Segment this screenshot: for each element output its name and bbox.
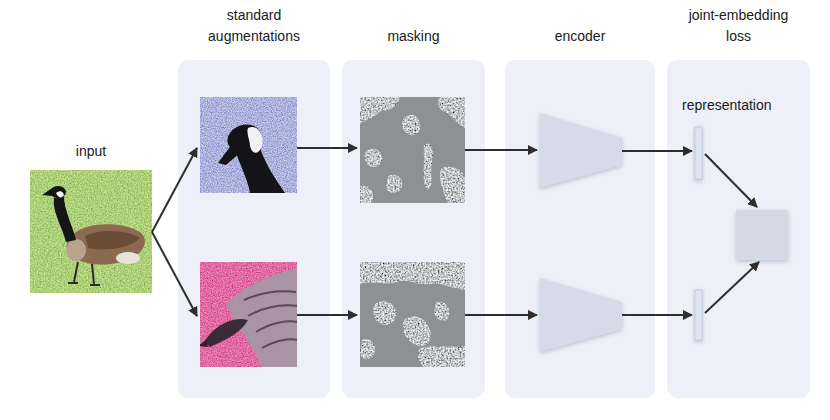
arrow xyxy=(297,314,357,316)
stage-heading: standard augmentations xyxy=(198,5,310,48)
arrow xyxy=(622,150,692,152)
goose-feet xyxy=(68,283,100,285)
stage-heading: joint-embedding loss xyxy=(683,5,795,48)
arrow xyxy=(297,147,357,149)
stage-panel: masking xyxy=(342,4,485,398)
label-holder: input xyxy=(30,143,152,160)
mask-ground xyxy=(360,97,465,203)
stage-panel: encoder xyxy=(505,4,655,398)
encoder-trapezoid xyxy=(540,278,622,352)
goose-legs xyxy=(74,262,94,284)
stage-heading: masking xyxy=(387,26,439,48)
stage-heading: encoder xyxy=(555,26,606,48)
goose-head xyxy=(50,186,66,198)
arrow xyxy=(705,154,757,207)
goose-head xyxy=(204,319,248,347)
feather-lines xyxy=(244,291,297,348)
stage-panel: standard augmentations xyxy=(178,4,330,398)
goose-cheek xyxy=(247,127,262,153)
stage-panel: joint-embedding loss representation xyxy=(667,4,810,398)
mask-ground xyxy=(360,262,465,367)
augmented-view-1 xyxy=(200,97,297,193)
goose-body xyxy=(67,224,145,264)
panel-label: representation xyxy=(682,97,772,114)
input-photo xyxy=(30,170,152,293)
arrow xyxy=(622,314,692,316)
arrow xyxy=(465,314,537,316)
goose-body xyxy=(226,268,297,367)
goose-beak xyxy=(200,340,208,347)
visible-patches xyxy=(360,262,465,367)
masked-view-2 xyxy=(360,262,465,367)
panel-background xyxy=(178,60,330,398)
representation-bar xyxy=(695,127,702,179)
panel-background xyxy=(667,60,810,398)
encoder-trapezoid xyxy=(540,113,622,188)
augmented-view-2 xyxy=(200,262,297,367)
goose-wing xyxy=(85,231,140,250)
arrow xyxy=(705,262,759,313)
arrow xyxy=(465,149,537,151)
panel-layer xyxy=(178,60,810,398)
visible-patches xyxy=(360,97,465,203)
goose-beak xyxy=(42,189,52,196)
loss-box xyxy=(736,210,788,260)
goose-belly xyxy=(116,252,140,264)
grass xyxy=(30,170,152,293)
arrow xyxy=(152,148,197,232)
goose-breast xyxy=(66,239,86,261)
image-label: input xyxy=(76,143,106,160)
panel-background xyxy=(342,60,485,398)
panel-background xyxy=(505,60,655,398)
flow-arrows xyxy=(152,148,759,316)
arrow xyxy=(152,232,197,316)
goose-neck xyxy=(54,196,76,242)
blue-background xyxy=(200,97,297,193)
goose-beak xyxy=(218,144,241,165)
masked-view-1 xyxy=(360,97,465,203)
representation-bar xyxy=(695,290,702,340)
goose-cheek xyxy=(56,191,64,197)
